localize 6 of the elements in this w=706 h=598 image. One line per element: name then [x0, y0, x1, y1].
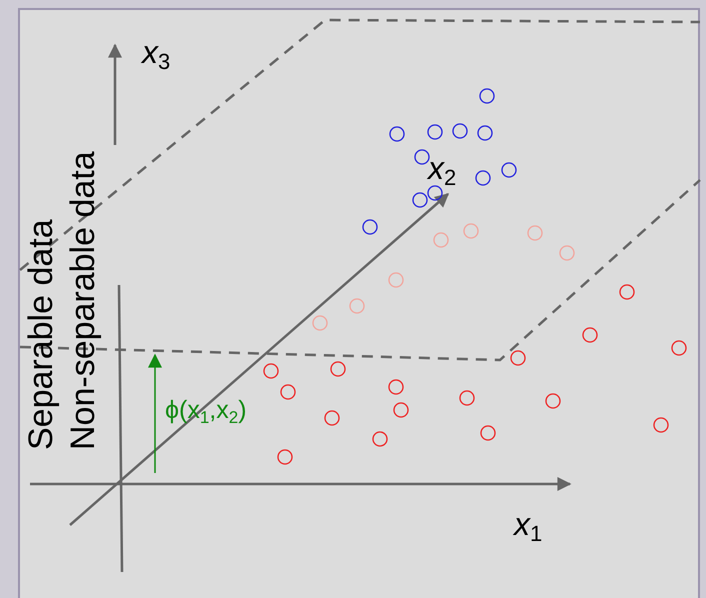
axis-label: x$_{3}$ — [142, 36, 170, 73]
vertical-caption: Non-separable data — [66, 151, 100, 450]
axis-label: x$_{2}$ — [428, 152, 456, 189]
vertical-caption: Separable data — [24, 219, 58, 450]
function-label: ϕ(x$_{1}$,x$_{2}$) — [165, 398, 247, 426]
axis-label: x$_{1}$ — [514, 508, 542, 545]
